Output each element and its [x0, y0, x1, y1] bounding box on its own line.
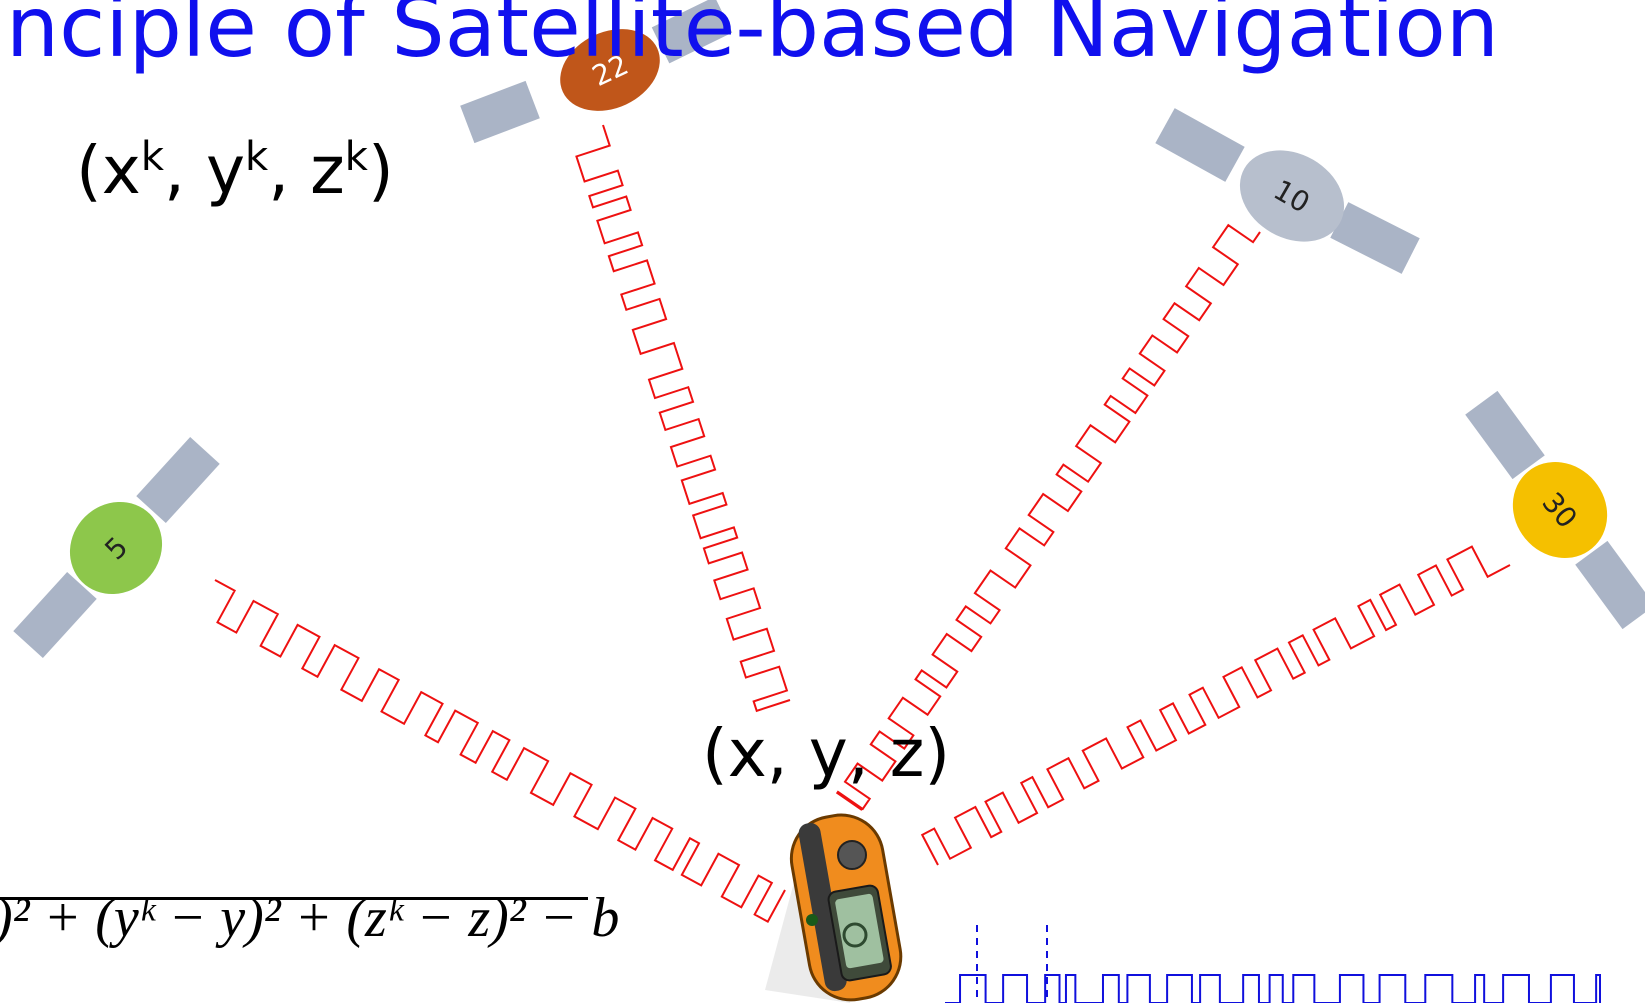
- satellite-5: 5: [13, 436, 220, 659]
- satellite-body: [560, 29, 660, 111]
- coord-sup: k: [140, 134, 164, 180]
- pseudorange-equation: )² + (yᵏ − y)² + (zᵏ − z)² − b: [0, 887, 620, 949]
- solar-panel: [1465, 390, 1545, 480]
- code-signal: [945, 925, 1601, 1003]
- satellites: 22 10 5 30: [13, 0, 1645, 659]
- coord-part: , z: [268, 132, 345, 209]
- satellite-10: 10: [1155, 108, 1420, 274]
- coord-part: (x: [76, 132, 141, 209]
- sqrt-bar: [0, 897, 588, 900]
- coord-part: , y: [163, 132, 246, 209]
- solar-panel: [460, 80, 540, 144]
- satellite-body: [1239, 150, 1345, 242]
- solar-panel: [651, 0, 733, 64]
- satellite-30: 30: [1465, 390, 1645, 630]
- receiver-coordinates: (x, y, z): [702, 715, 951, 792]
- coord-sup: k: [245, 134, 269, 180]
- satellite-coordinates: (xk, yk, zk): [76, 132, 394, 209]
- signal-wave-10: [835, 223, 1261, 811]
- signal-wave-30: [920, 545, 1511, 866]
- signal-wave-22: [575, 124, 791, 713]
- satellite-body: [1512, 462, 1608, 558]
- coord-sup: k: [344, 134, 368, 180]
- gps-receiver-icon: [765, 813, 903, 1003]
- satellite-body: [69, 501, 163, 595]
- solar-panel: [136, 436, 220, 524]
- code-wave-line: [945, 974, 1601, 1003]
- slide-title: rinciple of Satellite-based Navigation: [0, 0, 1500, 76]
- solar-panel: [1330, 202, 1420, 274]
- signal-wave-5: [214, 579, 786, 923]
- solar-panel: [13, 571, 97, 659]
- coord-part: ): [367, 132, 394, 209]
- satellite-22: 22: [460, 0, 733, 144]
- solar-panel: [1575, 540, 1645, 630]
- signal-waves: [214, 124, 1511, 923]
- solar-panel: [1155, 108, 1245, 182]
